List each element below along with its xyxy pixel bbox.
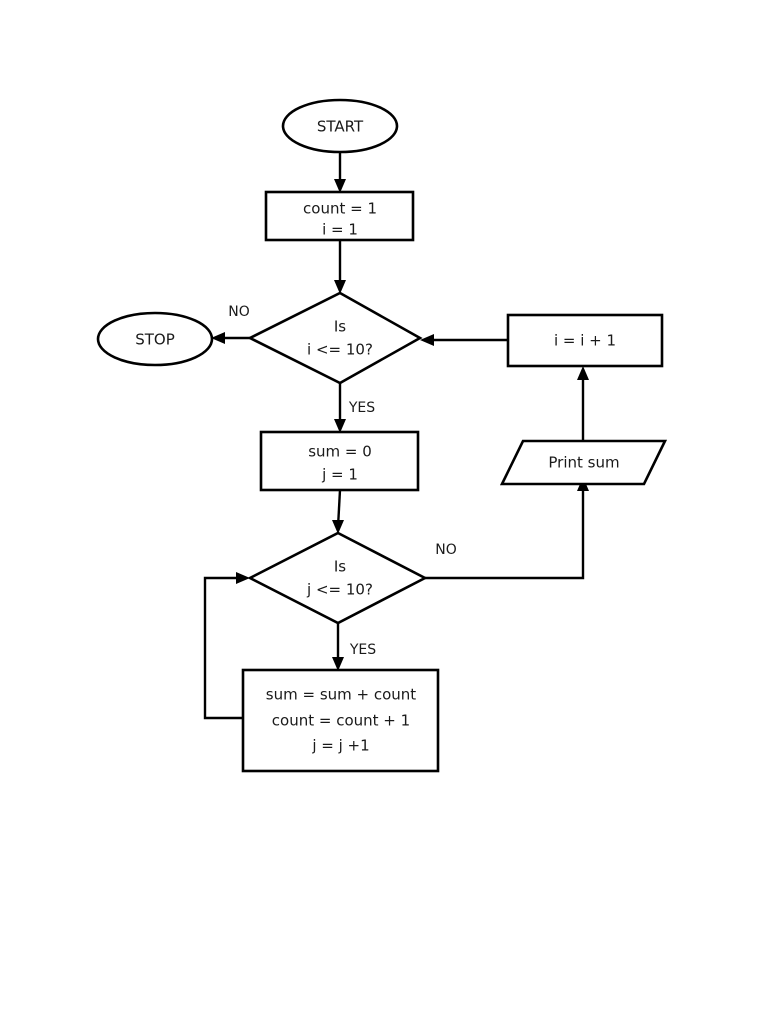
node-init-line1: count = 1: [303, 200, 377, 218]
connector-accumulate-loopback-to-decision-j: [203, 572, 250, 720]
edge-label-decision-i-yes: YES: [348, 400, 375, 416]
edge-label-decision-j-yes: YES: [349, 642, 376, 658]
connector-decision-i-yes-to-reset-sum: [334, 383, 346, 433]
node-increment-i-box: [506, 313, 664, 368]
node-accumulate-box: [241, 668, 440, 773]
connector-decision-i-no-to-stop: [211, 332, 250, 344]
node-start-label: START: [317, 118, 364, 136]
node-print-sum-label: Print sum: [548, 454, 619, 472]
connector-decision-j-yes-to-accumulate: [332, 623, 344, 671]
node-reset-sum-line2: j = 1: [321, 466, 358, 484]
node-accumulate-line2: count = count + 1: [272, 712, 410, 730]
connector-decision-j-no-to-print-sum: [425, 477, 589, 580]
node-stop-label: STOP: [135, 331, 175, 349]
node-increment-i-label: i = i + 1: [554, 332, 616, 350]
node-decision-i-line2: i <= 10?: [307, 341, 373, 359]
connector-init-to-decision-i: [334, 240, 346, 294]
node-print-sum: [499, 439, 668, 486]
connector-increment-i-to-decision-i: [420, 334, 508, 346]
node-decision-j-line2: j <= 10?: [306, 581, 373, 599]
node-decision-i: [247, 291, 423, 385]
node-start: [281, 98, 399, 154]
node-init-line2: i = 1: [322, 221, 358, 239]
node-decision-j-line1: Is: [334, 558, 346, 576]
node-init-box: [264, 190, 415, 242]
node-stop: [96, 311, 214, 367]
edge-label-decision-j-no: NO: [435, 542, 457, 558]
node-accumulate-line1: sum = sum + count: [266, 686, 417, 704]
node-accumulate-line3: j = j +1: [311, 737, 369, 755]
connector-print-sum-to-increment-i: [577, 366, 589, 441]
node-reset-sum-line1: sum = 0: [308, 443, 372, 461]
node-decision-i-line1: Is: [334, 318, 346, 336]
connector-reset-sum-to-decision-j: [332, 489, 344, 534]
node-decision-j: [247, 531, 428, 625]
edge-label-decision-i-no: NO: [228, 304, 250, 320]
connector-start-to-init: [334, 152, 346, 193]
node-reset-sum-box: [259, 430, 420, 492]
